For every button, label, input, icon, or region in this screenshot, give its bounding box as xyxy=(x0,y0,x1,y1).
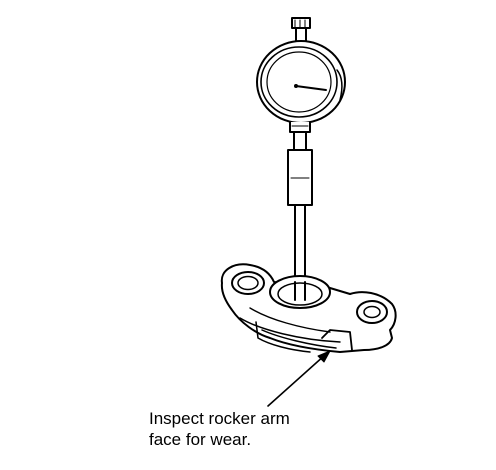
callout-line-2: face for wear. xyxy=(149,430,252,449)
callout-line-1: Inspect rocker arm xyxy=(149,409,290,428)
gauge-stem-cap xyxy=(291,17,311,43)
callout-arrow xyxy=(267,350,331,407)
indicator-shaft xyxy=(287,131,313,291)
dial-gauge xyxy=(256,40,346,133)
dial-needle xyxy=(295,85,327,91)
rocker-arm xyxy=(220,263,397,353)
callout-label: Inspect rocker arm face for wear. xyxy=(149,408,290,450)
